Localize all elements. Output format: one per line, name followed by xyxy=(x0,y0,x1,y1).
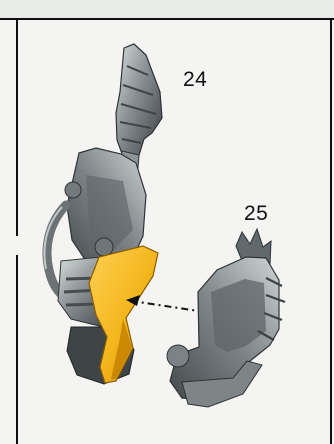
plate-joint xyxy=(167,345,189,367)
upper-spiked-blade xyxy=(116,44,162,162)
joint-middle xyxy=(95,238,113,256)
armor-arm-part-24 xyxy=(44,44,162,384)
dashed-arrow-line xyxy=(132,301,205,312)
step-number-24: 24 xyxy=(183,69,207,90)
step-number-25: 25 xyxy=(244,203,268,224)
joint-upper xyxy=(65,182,81,198)
armor-plate-part-25 xyxy=(167,229,285,407)
attach-arrow xyxy=(126,295,205,312)
